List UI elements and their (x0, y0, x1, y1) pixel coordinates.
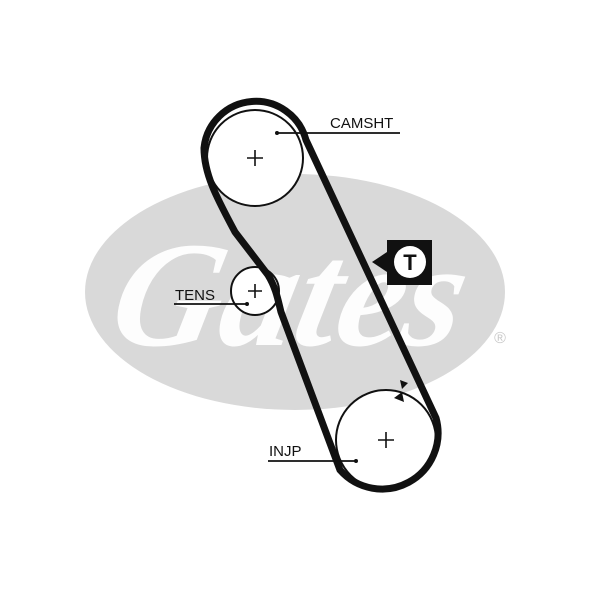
svg-text:TENS: TENS (175, 287, 215, 304)
pulley-camshaft (206, 109, 304, 207)
label-camsht: CAMSHT (275, 115, 400, 135)
svg-text:INJP: INJP (269, 443, 302, 460)
registered-mark-icon: ® (494, 330, 506, 347)
tension-marker-symbol: T (403, 250, 417, 275)
timing-belt (200, 97, 442, 493)
timing-mark-icon (394, 392, 404, 402)
center-cross-icon (378, 432, 394, 448)
watermark-brand-text: Gates (99, 211, 484, 377)
svg-text:CAMSHT: CAMSHT (330, 115, 393, 132)
center-cross-icon (247, 150, 263, 166)
label-injp: INJP (268, 443, 358, 463)
timing-mark-icon (400, 380, 408, 389)
label-tens: TENS (174, 287, 249, 306)
center-cross-icon (248, 284, 262, 298)
watermark-ellipse (85, 174, 505, 410)
tension-side-marker: T (372, 240, 432, 285)
